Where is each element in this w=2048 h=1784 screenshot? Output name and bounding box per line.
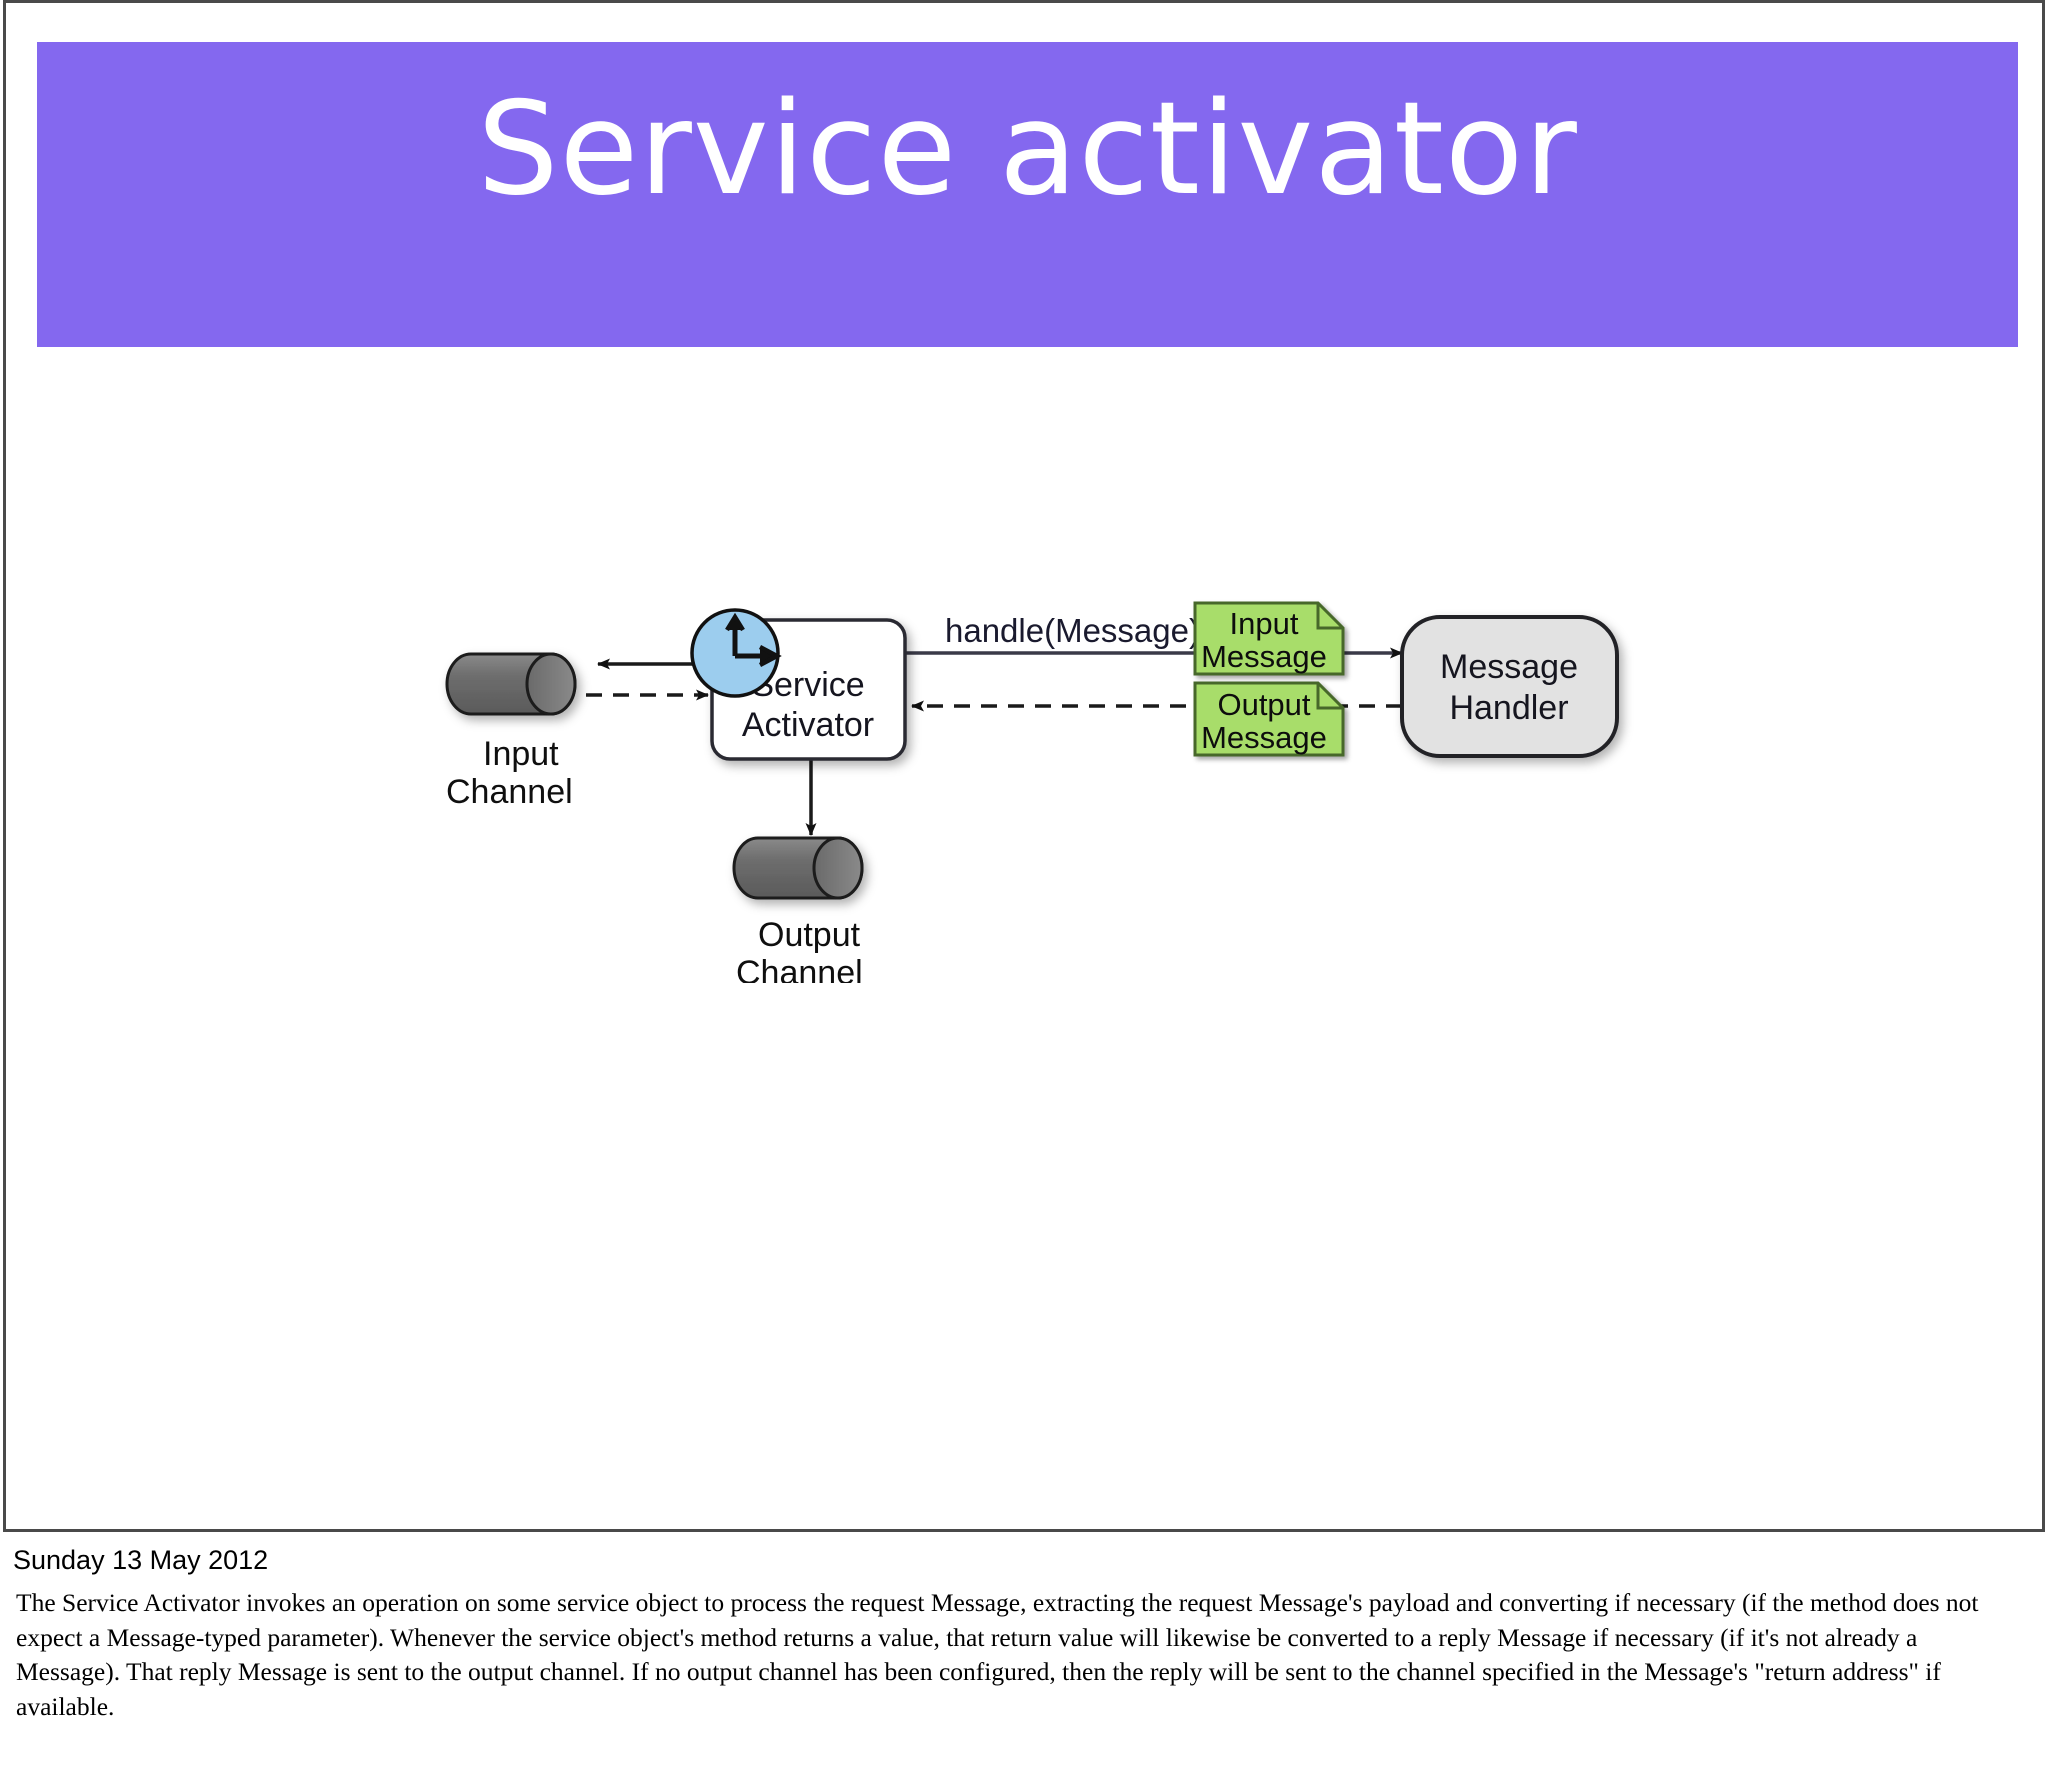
node-message-handler[interactable]: Message Handler: [1400, 615, 1619, 758]
output-channel-label-line2: Channel: [736, 954, 863, 983]
output-channel-label-line1: Output: [758, 916, 861, 954]
slide-date: Sunday 13 May 2012: [13, 1545, 269, 1575]
service-activator-label-line2: Activator: [742, 706, 874, 744]
node-input-message[interactable]: Input Message: [1193, 601, 1345, 676]
input-channel-label-line1: Input: [483, 735, 559, 773]
output-message-label-line2: Message: [1201, 720, 1327, 755]
edge-label-handle-message: handle(Message): [945, 612, 1200, 649]
message-handler-label-line2: Handler: [1449, 689, 1568, 727]
clock-icon: [690, 608, 782, 698]
service-activator-diagram: handle(Message) Input Channel Service Ac…: [6, 423, 2048, 983]
page-title: Service activator: [477, 75, 1578, 224]
output-message-label-line1: Output: [1217, 687, 1310, 722]
slide-frame: Service activator: [3, 0, 2045, 1532]
title-band: Service activator: [37, 42, 2018, 347]
slide-footer: Sunday 13 May 2012 The Service Activator…: [0, 1536, 2048, 1725]
node-output-channel[interactable]: [732, 836, 864, 900]
message-handler-label-line1: Message: [1440, 648, 1578, 686]
speaker-notes: The Service Activator invokes an operati…: [16, 1588, 1979, 1722]
node-input-channel[interactable]: [445, 652, 577, 716]
input-message-label-line2: Message: [1201, 639, 1327, 674]
node-output-message[interactable]: Output Message: [1193, 681, 1345, 757]
input-message-label-line1: Input: [1230, 606, 1299, 641]
input-channel-label-line2: Channel: [446, 773, 573, 811]
